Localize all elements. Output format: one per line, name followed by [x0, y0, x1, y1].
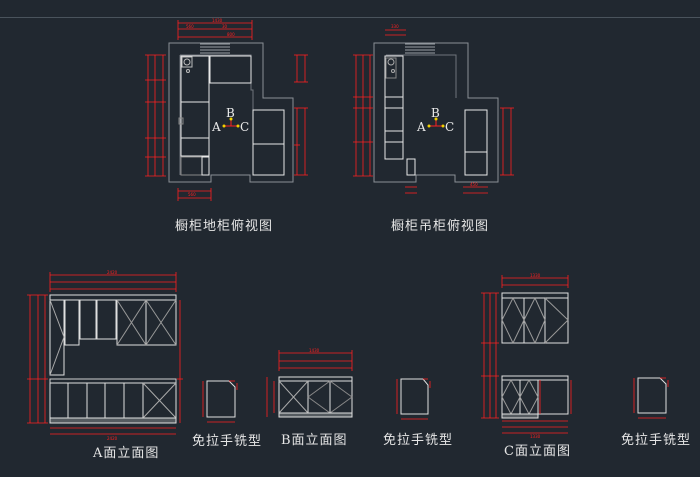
direction-a-label: A: [211, 120, 221, 134]
handle-detail-title: 免拉手铣型: [621, 433, 692, 448]
elevation-c: 1330 1330: [481, 273, 572, 439]
wall-cabinets: [384, 55, 488, 176]
dim-text: 560: [188, 192, 196, 197]
dim-text: 800: [227, 32, 235, 37]
handle-detail-title: 免拉手铣型: [192, 434, 263, 449]
dim-text: 1330: [530, 434, 541, 439]
elevation-b: 1430: [266, 348, 353, 418]
view-direction-marker: [427, 117, 445, 128]
handle-detail-1: [202, 380, 238, 423]
dim-text: 560: [186, 24, 194, 29]
dim-text: 30: [222, 24, 228, 29]
dimension-lines: [145, 20, 308, 201]
base-cabinets: [178, 55, 285, 176]
dim-text: 330: [391, 24, 399, 29]
base-cabinet-plan-title: 橱柜地柜俯视图: [175, 219, 274, 234]
window: [405, 43, 435, 54]
direction-c-label: C: [445, 120, 454, 134]
viewport-divider-line: [0, 17, 700, 18]
direction-b-label: B: [226, 106, 235, 120]
dim-text: 1330: [530, 273, 541, 278]
dim-text: 2420: [107, 270, 118, 275]
view-direction-marker: [222, 117, 240, 128]
dim-text: 2420: [107, 436, 118, 441]
direction-b-label: B: [431, 106, 440, 120]
wall-outline: [373, 42, 499, 183]
handle-detail-3: [633, 377, 669, 419]
elevation-a-title: A面立面图: [93, 446, 160, 461]
handle-detail-2: [396, 378, 431, 420]
dimension-lines: [353, 29, 514, 194]
wall-outline: [168, 42, 294, 183]
base-cabinet-plan: 1430 560 30 800 560 A B C: [145, 18, 308, 201]
handle-detail-title: 免拉手铣型: [383, 433, 454, 448]
wall-cabinet-plan: 330 450 A B C: [353, 24, 514, 194]
dim-text: 1430: [309, 348, 320, 353]
direction-c-label: C: [240, 120, 249, 134]
elevation-c-title: C面立面图: [504, 444, 571, 459]
wall-inner: [386, 54, 457, 98]
wall-cabinet-plan-title: 橱柜吊柜俯视图: [391, 219, 490, 234]
dim-text: 450: [470, 182, 478, 187]
dim-text: 1430: [212, 18, 223, 23]
window: [200, 43, 230, 54]
elevation-a: 2420 2420: [27, 270, 183, 441]
direction-a-label: A: [416, 120, 426, 134]
elevation-b-title: B面立面图: [281, 433, 348, 448]
